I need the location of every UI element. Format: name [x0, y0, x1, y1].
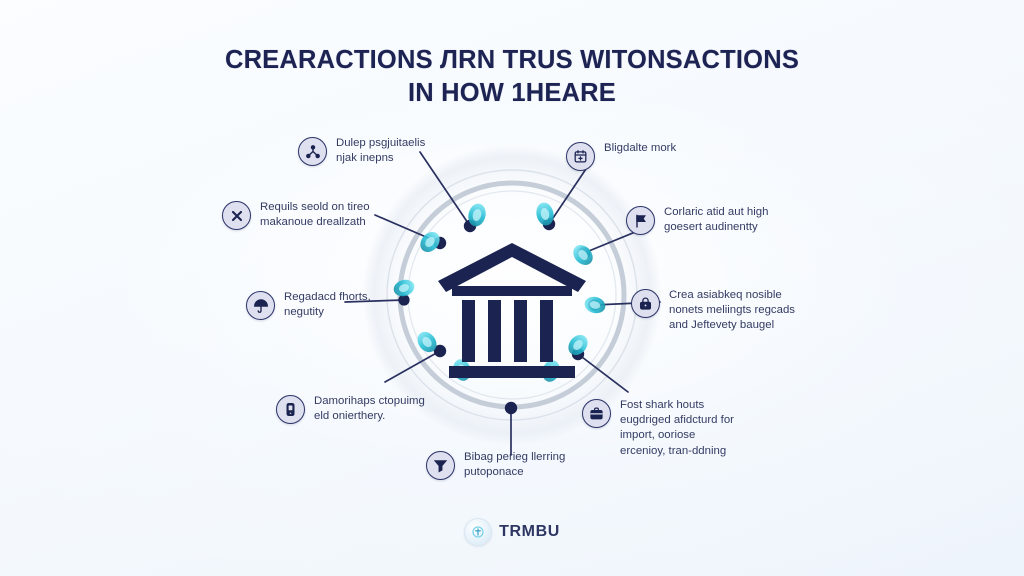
ring-node-6: [584, 296, 606, 314]
ring-node-7: [417, 331, 437, 353]
label-item-9[interactable]: Bibag perieg llerring putoponace: [426, 450, 565, 480]
ring-node-3: [420, 231, 440, 253]
connector-5: [344, 299, 405, 303]
calendar-plus-icon: [566, 142, 595, 171]
label-item-7-text: Damorihaps ctopuimg eld onierthery.: [314, 395, 425, 423]
trambu-logo-icon: [464, 518, 493, 546]
connector-dot-5: [398, 294, 410, 306]
label-item-2[interactable]: Bligdalte mork: [566, 141, 676, 171]
connector-7: [384, 350, 441, 383]
label-item-8[interactable]: Fost shark houts eugdriged afidcturd for…: [582, 398, 734, 459]
lock-icon: [631, 289, 660, 318]
filter-funnel-icon: [426, 451, 455, 480]
connector-lines: [344, 151, 661, 456]
connector-dot-9: [504, 401, 518, 415]
label-item-3[interactable]: Requils seold on tireo makanoue dreallza…: [222, 200, 370, 230]
ring-node-2: [536, 202, 554, 226]
ring-node-1: [468, 203, 486, 227]
label-item-5[interactable]: Regadacd fhorts, negutity: [246, 290, 371, 320]
close-x-icon: [222, 201, 251, 230]
umbrella-shield-icon: [246, 291, 275, 320]
label-item-6[interactable]: Crea asiabkeq nosible nonets meliingts r…: [631, 288, 795, 334]
mobile-phone-icon: [276, 395, 305, 424]
flag-icon: [626, 206, 655, 235]
label-item-4[interactable]: Corlaric atid aut high goesert audinentt…: [626, 205, 768, 235]
connector-2: [548, 159, 593, 225]
label-item-8-text: Fost shark houts eugdriged afidcturd for…: [620, 399, 734, 457]
label-item-1[interactable]: Dulep psgjuitaelis njak inepns: [298, 136, 425, 166]
label-item-7[interactable]: Damorihaps ctopuimg eld onierthery.: [276, 394, 425, 424]
network-share-icon: [298, 137, 327, 166]
ring-node-8: [568, 334, 588, 356]
label-item-9-text: Bibag perieg llerring putoponace: [464, 451, 566, 479]
ring-node-5: [393, 279, 415, 297]
connector-8: [577, 353, 629, 393]
label-item-1-text: Dulep psgjuitaelis njak inepns: [336, 137, 426, 165]
ring-node-4: [573, 245, 593, 265]
bank-building-icon: [438, 243, 586, 378]
label-item-4-text: Corlaric atid aut high goesert audinentt…: [664, 206, 769, 234]
label-item-3-text: Requils seold on tireo makanoue dreallza…: [260, 201, 370, 229]
label-item-5-text: Regadacd fhorts, negutity: [284, 291, 371, 319]
brand-name: TRMBU: [499, 523, 560, 540]
briefcase-icon: [582, 399, 611, 428]
label-item-2-text: Bligdalte mork: [604, 142, 677, 154]
footer-brand[interactable]: TRMBU: [0, 518, 1024, 546]
connector-dot-7: [433, 344, 447, 358]
connector-1: [419, 151, 471, 227]
label-item-6-text: Crea asiabkeq nosible nonets meliingts r…: [669, 289, 795, 332]
